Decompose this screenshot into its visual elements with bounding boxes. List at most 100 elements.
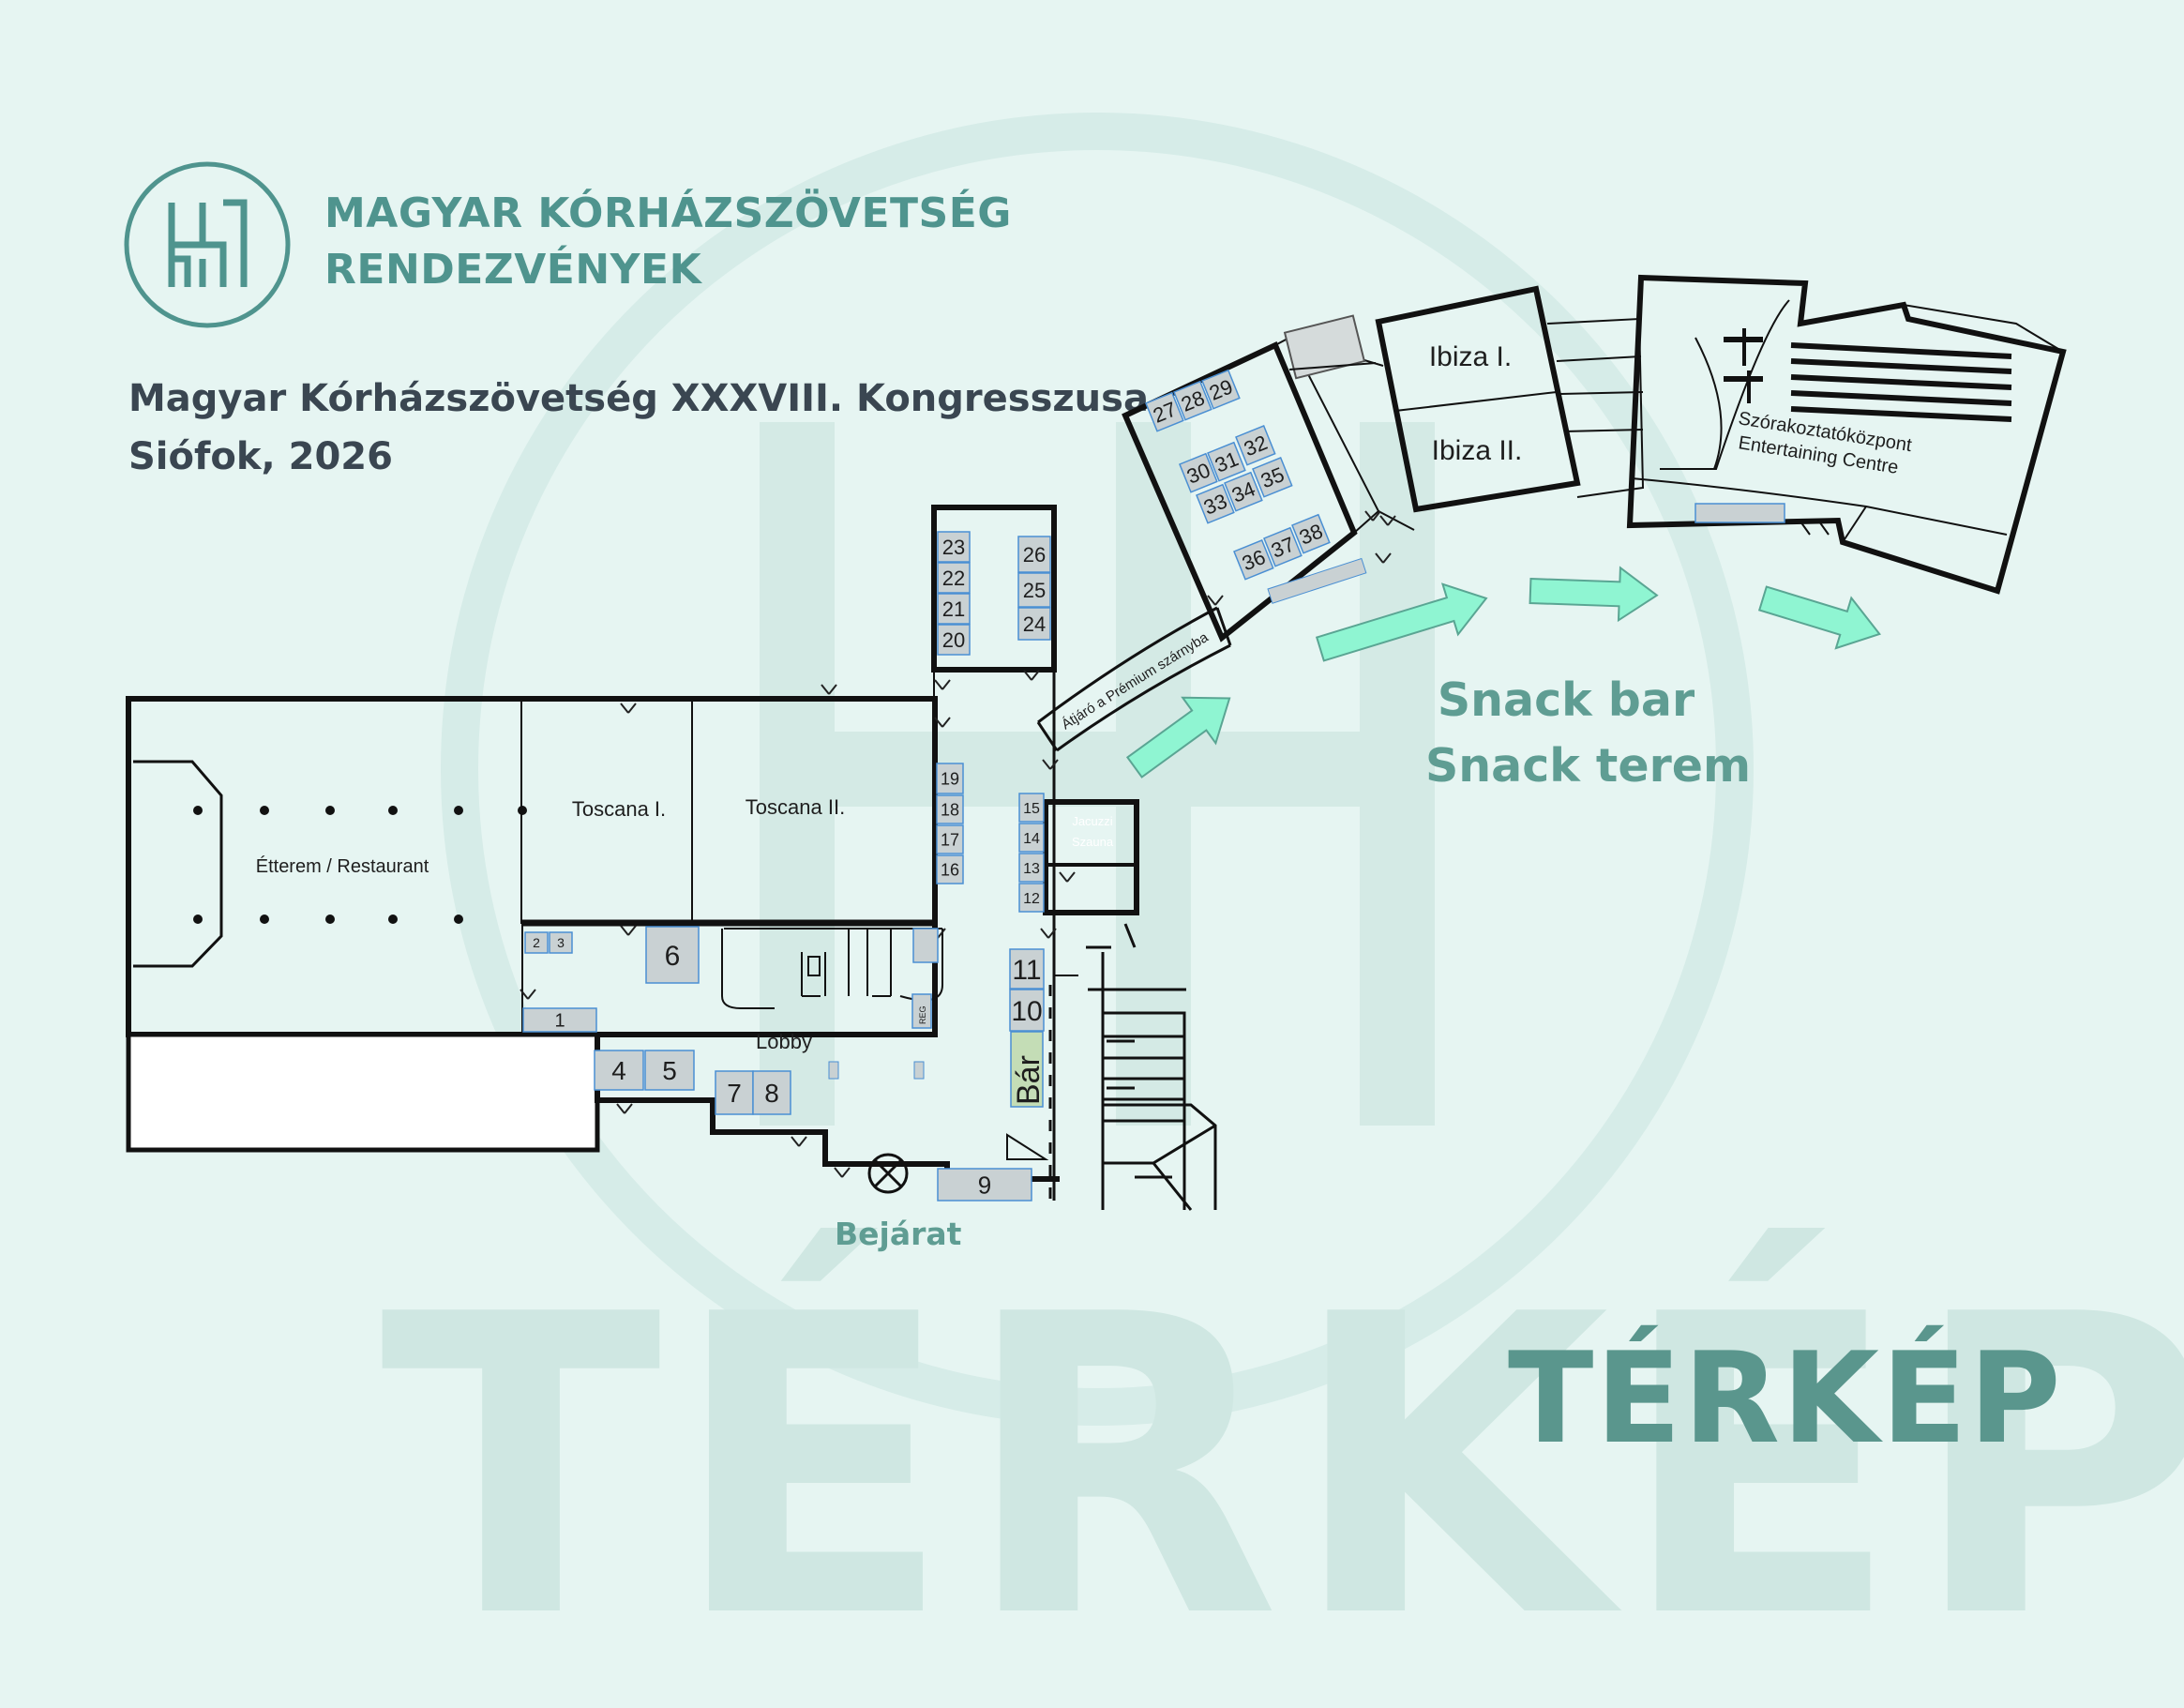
direction-arrow-icon [1315, 582, 1488, 662]
room-toscana-2: Toscana II. [746, 795, 845, 819]
booth-box [1201, 369, 1241, 410]
booth-box [549, 931, 573, 954]
booth-box [1196, 483, 1235, 524]
booth-box [1017, 607, 1051, 641]
room-toscana-1: Toscana I. [572, 797, 666, 821]
booth-number: 3 [557, 935, 565, 950]
booth-number: 11 [1012, 955, 1041, 986]
booth-box [594, 1050, 644, 1091]
booth-number: 21 [942, 597, 965, 621]
booth-24: 24 [1017, 607, 1051, 641]
booth-number: 2 [533, 935, 540, 950]
booth-16: 16 [936, 854, 964, 884]
booth-18: 18 [936, 794, 964, 824]
booth-box [936, 763, 964, 794]
booth-21: 21 [937, 593, 971, 625]
booth-number: 14 [1023, 831, 1040, 847]
booth-number: 15 [1023, 801, 1040, 817]
map-title: TÉRKÉP [1508, 1325, 2063, 1472]
booth-number: 20 [942, 628, 965, 652]
booth-33: 33 [1196, 483, 1235, 524]
premium-wing [1122, 314, 1415, 642]
booth-box [644, 1050, 695, 1091]
booth-2: 2 [524, 931, 549, 954]
booth-34: 34 [1224, 471, 1263, 512]
west-building [126, 696, 1060, 1182]
booth-35: 35 [1252, 457, 1293, 498]
booth-box [937, 1168, 1032, 1202]
room-bar: Bár [1011, 1055, 1047, 1105]
booth-5: 5 [644, 1050, 695, 1091]
booth-box [937, 593, 971, 625]
booth-box [752, 1070, 791, 1115]
booth-6: 6 [645, 926, 700, 984]
booth-28: 28 [1173, 380, 1212, 421]
booth-box [1252, 457, 1293, 498]
booth-38: 38 [1291, 513, 1331, 554]
booth-box [1263, 526, 1303, 567]
booth-number: 4 [611, 1056, 626, 1085]
direction-arrow-icon [1529, 566, 1659, 623]
hospital-logo-icon [124, 161, 291, 328]
booth-37: 37 [1263, 526, 1303, 567]
event-info: Magyar Kórházszövetség XXXVIII. Kongress… [128, 370, 1149, 486]
booth-box [1018, 793, 1045, 823]
booth-8: 8 [752, 1070, 791, 1115]
booth-31: 31 [1207, 441, 1246, 482]
booth-number: 7 [727, 1079, 742, 1108]
booth-box [524, 931, 549, 954]
booth-15: 15 [1018, 793, 1045, 823]
stairs-area [1086, 923, 1217, 1211]
booth-box [936, 824, 964, 854]
restaurant-pillars [193, 806, 527, 924]
booth-box [937, 531, 971, 563]
booth-box [1291, 513, 1331, 554]
booth-10: 10 [1009, 989, 1045, 1032]
entrance-label: Bejárat [835, 1216, 962, 1252]
booth-number: 17 [941, 830, 959, 849]
booth-box [1018, 823, 1045, 853]
booth-number: 23 [942, 536, 965, 559]
organization-name: MAGYAR KÓRHÁZSZÖVETSÉG RENDEZVÉNYEK [324, 186, 1012, 298]
room-small-b: Szauna [1072, 835, 1114, 849]
booth-number: 10 [1011, 996, 1042, 1027]
booth-box [645, 926, 700, 984]
direction-arrows [1125, 566, 1881, 778]
lobby-stand [913, 1061, 925, 1080]
small-rooms [1043, 799, 1139, 915]
room-ibiza-2: Ibiza II. [1432, 435, 1523, 466]
north-block [931, 505, 1078, 1201]
booth-9: 9 [937, 1168, 1032, 1202]
booth-27: 27 [1145, 391, 1184, 432]
entertaining-seating [1724, 337, 2012, 422]
entertaining-centre [1626, 274, 2067, 595]
booth-number: 12 [1023, 891, 1040, 907]
event-title: Magyar Kórházszövetség XXXVIII. Kongress… [128, 377, 1149, 420]
booth-box [1233, 539, 1274, 581]
floor-plan: Étterem / Restaurant Toscana I. Toscana … [126, 274, 2067, 1211]
booth-4: 4 [594, 1050, 644, 1091]
room-restaurant: Étterem / Restaurant [256, 855, 429, 877]
reg-label: REG [918, 1005, 927, 1024]
booth-11: 11 [1009, 948, 1045, 990]
booth-box [1173, 380, 1212, 421]
booth-22: 22 [937, 562, 971, 594]
booth-box [1235, 425, 1276, 466]
booth-box [1017, 572, 1051, 608]
room-ibiza-1: Ibiza I. [1429, 341, 1512, 372]
lobby-stand [828, 1061, 839, 1080]
booth-box [715, 1070, 754, 1115]
booth-19: 19 [936, 763, 964, 794]
booth-25: 25 [1017, 572, 1051, 608]
booth-number: 25 [1023, 579, 1046, 602]
booth-box [936, 854, 964, 884]
booth-3: 3 [549, 931, 573, 954]
booth-box [1207, 441, 1246, 482]
booth-box [1224, 471, 1263, 512]
booth-box [937, 624, 971, 656]
booth-number: 26 [1023, 543, 1046, 567]
booth-number: 9 [978, 1171, 991, 1199]
booth-30: 30 [1179, 452, 1218, 493]
booth-13: 13 [1018, 853, 1045, 883]
booth-32: 32 [1235, 425, 1276, 466]
